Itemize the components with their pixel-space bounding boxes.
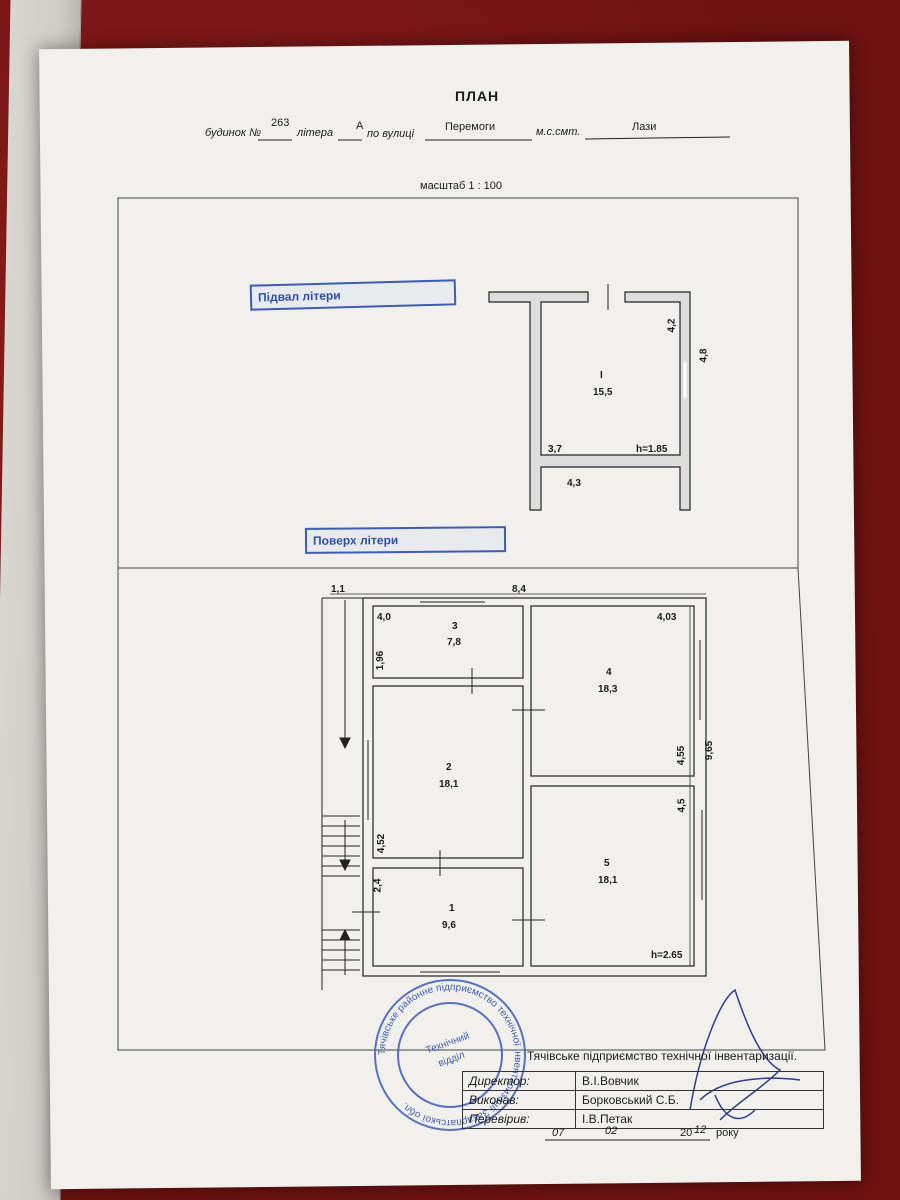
page-title: ПЛАН (455, 88, 500, 104)
dim-basement-4-2: 4,2 (666, 318, 678, 333)
house-number: 263 (271, 117, 290, 129)
room-5-number: 5 (604, 858, 610, 869)
date-word: року (716, 1127, 739, 1139)
letter-value: А (356, 120, 364, 132)
letter-label: літера (297, 127, 334, 139)
date-year-suffix: 12 (694, 1124, 707, 1136)
drawing-frame-lower (117, 567, 826, 1051)
room-2-number: 2 (446, 762, 452, 773)
house-label: будинок № (205, 127, 261, 139)
date-day: 07 (552, 1127, 565, 1139)
dim-8-4: 8,4 (512, 584, 526, 595)
basement-room-number: I (600, 370, 603, 381)
name-cell: Борковський С.Б. (575, 1090, 824, 1110)
floor-stamp: Поверх літери (304, 526, 507, 554)
official-seal (374, 979, 526, 1131)
date-year-prefix: 20 (680, 1127, 693, 1139)
room-1-number: 1 (449, 903, 455, 914)
town-label: м.с.смт. (536, 126, 581, 138)
room-1-area: 9,6 (442, 920, 456, 931)
dim-basement-4-3: 4,3 (567, 478, 581, 489)
room-5-area: 18,1 (598, 875, 618, 886)
street-label: по вулиці (367, 128, 415, 140)
dim-4-55: 4,55 (676, 745, 688, 766)
floor-walls (362, 597, 707, 977)
dim-4-52: 4,52 (376, 833, 388, 854)
dim-basement-4-8: 4,8 (698, 348, 710, 363)
dim-1-1: 1,1 (331, 584, 345, 595)
dim-1-96: 1,96 (375, 650, 387, 671)
name-cell: В.І.Вовчик (575, 1071, 824, 1091)
table-row: Перевірив: І.В.Петак (462, 1109, 824, 1129)
town-value: Лази (632, 121, 657, 133)
floor-height: h=2.65 (651, 950, 683, 961)
dim-4-03: 4,03 (657, 612, 677, 623)
dim-basement-3-7: 3,7 (548, 444, 562, 455)
basement-walls (488, 291, 691, 511)
dim-9-65: 9,65 (704, 740, 716, 761)
basement-stamp: Підвал літери (249, 279, 457, 311)
dim-4-0: 4,0 (377, 612, 391, 623)
room-2-area: 18,1 (439, 779, 459, 790)
scale-label: масштаб 1 : 100 (420, 180, 503, 192)
role-cell: Перевірив: (462, 1109, 576, 1129)
room-3-number: 3 (452, 621, 458, 632)
name-cell: І.В.Петак (575, 1109, 824, 1129)
basement-height: h=1.85 (636, 444, 668, 455)
street-value: Перемоги (445, 121, 496, 133)
role-cell: Директор: (462, 1071, 576, 1091)
dim-2-4: 2,4 (372, 878, 384, 893)
date-month: 02 (605, 1125, 618, 1137)
table-row: Виконав: Борковський С.Б. (462, 1090, 824, 1110)
role-cell: Виконав: (462, 1090, 576, 1110)
signature-table: Директор: В.І.Вовчик Виконав: Борковськи… (462, 1071, 824, 1129)
organization-name: Тячівське підприємство технічної інвента… (527, 1049, 798, 1063)
room-4-number: 4 (606, 667, 612, 678)
room-3-area: 7,8 (447, 637, 461, 648)
basement-room-area: 15,5 (593, 387, 613, 398)
drawing-frame (117, 197, 799, 569)
table-row: Директор: В.І.Вовчик (462, 1071, 824, 1091)
room-4-area: 18,3 (598, 684, 618, 695)
dim-4-5: 4,5 (676, 798, 688, 813)
